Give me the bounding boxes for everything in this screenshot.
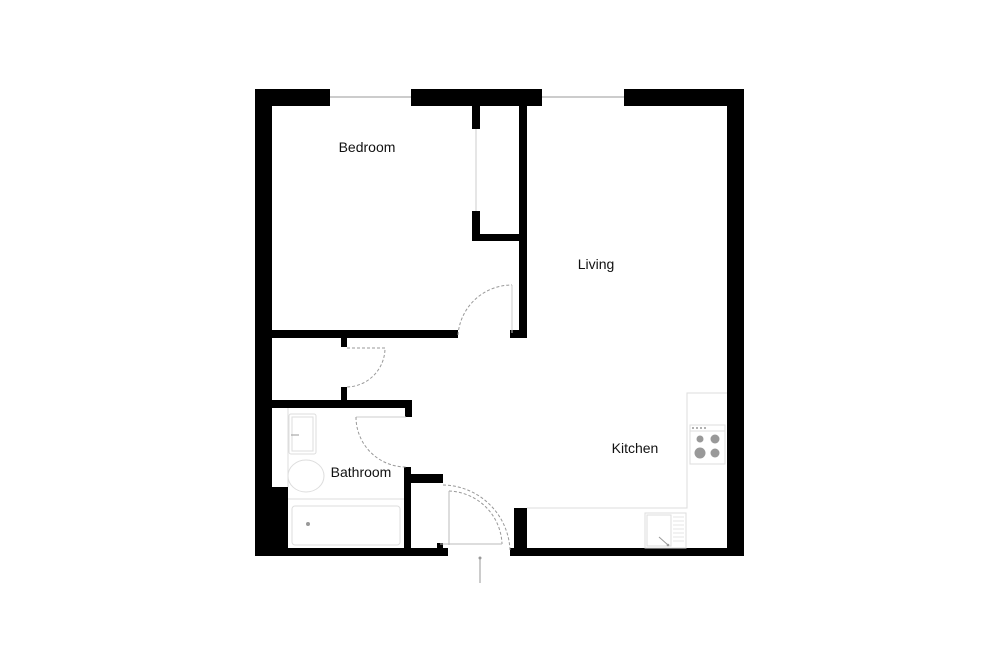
wardrobe-stub-top: [472, 106, 480, 129]
burner: [696, 435, 704, 443]
top-wall-left: [255, 89, 330, 106]
room-label-bathroom: Bathroom: [330, 464, 392, 480]
entry-arrow: [478, 556, 482, 583]
bedroom-bottom-wall: [272, 330, 458, 338]
bathroom-door-swing: [355, 416, 407, 468]
stove-burners: [694, 434, 720, 459]
bathtub: [291, 505, 401, 546]
doors: [346, 129, 513, 551]
kitchen-fixtures: [527, 392, 727, 549]
closet-door-swing: [346, 347, 386, 388]
kitchen-sink: [644, 512, 687, 549]
top-wall-middle: [411, 89, 542, 106]
wardrobe-bottom-wall: [472, 234, 520, 241]
closet-bottom-wall: [272, 400, 412, 408]
room-label-bedroom: Bedroom: [338, 139, 396, 155]
sink-drainer: [673, 516, 684, 542]
closet-door-stub-bottom: [341, 387, 347, 400]
closet-door-stub-top: [341, 338, 347, 347]
bottom-wall-right: [510, 548, 744, 556]
entry-door-swing-outer: [442, 484, 511, 551]
kitchen-sink-bowl: [646, 514, 672, 547]
closet-wall-stub: [405, 400, 412, 417]
left-wall-thick: [255, 487, 288, 556]
burner: [710, 434, 720, 444]
kitchen-stub: [514, 508, 527, 548]
kitchen-tap: [658, 536, 669, 546]
kitchen-counter: [527, 392, 727, 509]
bathroom-sink-bowl: [291, 416, 314, 452]
burner: [694, 447, 706, 459]
entry-stub: [437, 543, 443, 551]
entry-door-swing-inner: [448, 490, 503, 545]
bathroom-sink: [288, 413, 317, 455]
bottom-wall-left: [255, 548, 448, 556]
hall-wall: [404, 474, 443, 483]
stove-knobs: [692, 427, 706, 429]
room-label-living: Living: [577, 256, 615, 272]
burner: [710, 448, 720, 458]
walls: [255, 89, 744, 556]
living-partition-wall: [519, 106, 527, 338]
left-wall: [255, 89, 272, 556]
bathtub-drain: [306, 522, 310, 526]
room-label-kitchen: Kitchen: [611, 440, 659, 456]
wardrobe-stub-bottom: [472, 211, 480, 241]
partition-stub: [510, 330, 527, 338]
bathroom-fixtures: [287, 408, 404, 546]
bathroom-right-wall: [404, 467, 411, 556]
right-wall: [727, 89, 744, 556]
toilet: [287, 459, 325, 493]
stove: [689, 424, 726, 465]
top-wall-right: [624, 89, 744, 106]
bedroom-door-swing: [457, 284, 513, 336]
